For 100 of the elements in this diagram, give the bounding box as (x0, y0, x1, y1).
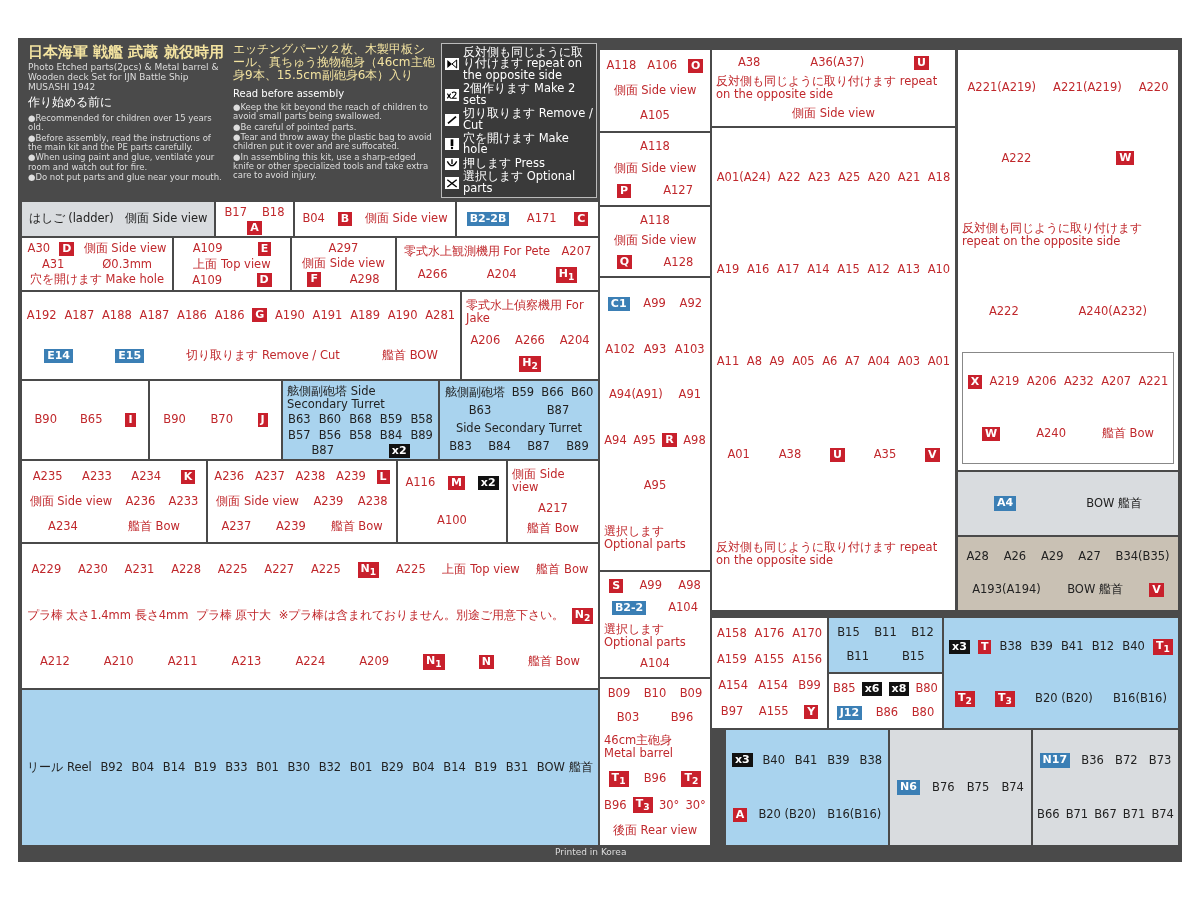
part-label: B12 (1091, 640, 1115, 654)
part-label: B16(B16) (1112, 692, 1167, 706)
step-badge: T$_{2}$ (955, 690, 975, 708)
part-label: B99 (798, 678, 821, 693)
step-badge: Q (616, 255, 633, 270)
step-badge: R (662, 433, 677, 448)
part-label: A190 (275, 308, 305, 322)
part-label: A212 (40, 655, 70, 669)
step-badge: L (376, 469, 390, 484)
part-label: A188 (102, 308, 132, 322)
part-label: A13 (897, 262, 921, 277)
part-label: A30 (27, 242, 51, 256)
note-text: 作り始める前に (28, 96, 113, 110)
note-text: ●Do not put parts and glue near your mouth. (28, 173, 223, 183)
part-label: 艦首 Bow (536, 563, 589, 577)
part-label: 舷側副砲塔 Side Secondary Turret (287, 385, 386, 412)
part-label: A11 (716, 355, 740, 369)
part-badge: B2-2B (466, 211, 510, 227)
instruction-panel (829, 618, 942, 672)
note-text: ●Tear and throw away the plastic bag to avoid children put it over and are suffocated. (233, 133, 433, 152)
part-label: A7 (844, 355, 861, 369)
step-badge: P (617, 183, 632, 198)
part-label: A224 (295, 655, 326, 669)
part-label: B39 (827, 753, 850, 767)
part-label: A211 (167, 655, 198, 669)
step-badge: X (967, 374, 983, 390)
part-label: A25 (837, 170, 861, 184)
part-label: B89 (410, 428, 433, 442)
part-label: A204 (559, 333, 590, 348)
part-label: A10 (927, 262, 951, 277)
instruction-panel (958, 537, 1178, 610)
part-label: A106 (647, 59, 678, 73)
part-label: B92 (100, 760, 123, 775)
part-label: B96 (604, 798, 627, 812)
part-label: B40 (762, 753, 785, 767)
step-badge: W (982, 426, 1001, 442)
part-label: 側面 Side view (792, 107, 875, 121)
part-badge: N6 (897, 780, 920, 795)
part-label: B60 (570, 386, 594, 400)
part-label: A297 (328, 242, 359, 256)
part-label: 側面 Side view (29, 495, 113, 509)
part-label: B04 (302, 212, 325, 226)
part-label: A93 (643, 343, 667, 357)
part-label: A12 (867, 262, 890, 277)
note-text: ●When using paint and glue, ventilate your room and watch out for fire. (28, 153, 216, 173)
part-label: A99 (643, 297, 666, 311)
step-badge: S (609, 578, 624, 593)
part-label: B96 (670, 710, 694, 724)
part-label: A118 (640, 213, 670, 227)
step-badge: A (732, 807, 748, 822)
note-text: Printed in Korea (555, 848, 628, 858)
part-label: A155 (754, 653, 785, 667)
part-label: A193(A194) (972, 583, 1041, 597)
part-label: A95 (643, 479, 667, 493)
instruction-panel (890, 730, 1031, 845)
part-label: B09 (679, 687, 703, 701)
part-label: A204 (486, 268, 517, 282)
step-badge: J (257, 412, 268, 428)
instruction-panel (22, 544, 598, 688)
step-badge: E (257, 242, 272, 257)
instruction-panel (208, 461, 396, 542)
part-label: B86 (875, 706, 899, 720)
part-label: B04 (131, 760, 155, 775)
instruction-panel (600, 207, 710, 276)
part-label: A234 (48, 520, 78, 534)
instruction-panel (22, 238, 172, 290)
note-text: ●Be careful of pointed parts. (233, 122, 358, 133)
quantity-badge: x2 (477, 475, 499, 490)
part-label: A238 (357, 495, 388, 509)
part-badge: B2-2 (611, 600, 647, 615)
part-label: B36 (1081, 753, 1104, 768)
part-label: 上面 Top view (442, 563, 520, 577)
instruction-panel (600, 133, 710, 205)
part-label: A238 (295, 470, 326, 484)
instruction-panel (462, 292, 598, 379)
part-label: A187 (64, 308, 95, 322)
part-label: BOW 艦首 (1086, 496, 1142, 511)
part-label: A176 (754, 627, 785, 641)
part-label: A21 (897, 170, 921, 184)
part-badge: E14 (44, 348, 73, 363)
part-label: A171 (526, 212, 557, 226)
note-text: ●In assembling this kit, use a sharp-edged knife or other specialized tools and take extra care to avoid injury. (233, 152, 430, 181)
part-label: A01(A24) (716, 170, 771, 184)
part-label: A154 (718, 678, 748, 693)
part-label: A155 (758, 705, 789, 719)
part-label: B10 (643, 687, 667, 701)
part-label: A234 (131, 470, 162, 484)
note-text: ●Recommended for children over 15 years old. (28, 114, 213, 133)
part-label: B87 (527, 440, 550, 454)
part-label: B84 (379, 428, 403, 442)
part-label: A23 (808, 170, 831, 184)
part-label: 側面 Side view (613, 84, 697, 98)
part-label: 艦首 Bow (127, 520, 180, 534)
part-label: B20 (B20) (758, 808, 817, 822)
part-label: B15 (902, 650, 925, 664)
part-label: B58 (349, 428, 372, 442)
part-label: B90 (34, 413, 57, 427)
instruction-panel (22, 381, 148, 459)
part-badge: J12 (836, 705, 863, 721)
instruction-panel (1033, 730, 1178, 845)
